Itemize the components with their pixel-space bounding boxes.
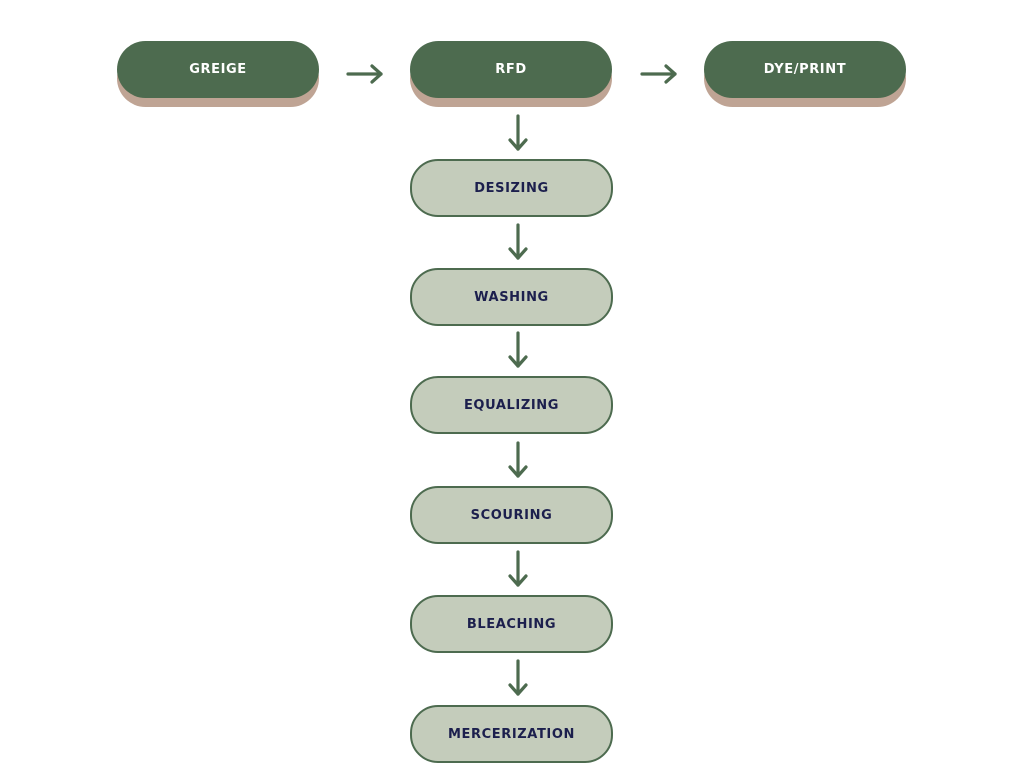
arrow-right-icon: [346, 64, 383, 84]
arrow-down-icon: [508, 441, 528, 478]
arrow-down-icon: [508, 550, 528, 587]
arrow-down-icon: [508, 659, 528, 696]
stage-greige: GREIGE: [117, 41, 319, 107]
stage-greige-label: GREIGE: [117, 41, 319, 98]
step-desizing: DESIZING: [410, 159, 613, 217]
stage-dye-print-label: DYE/PRINT: [704, 41, 906, 98]
step-washing: WASHING: [410, 268, 613, 326]
step-equalizing: EQUALIZING: [410, 376, 613, 434]
step-scouring: SCOURING: [410, 486, 613, 544]
stage-dye-print: DYE/PRINT: [704, 41, 906, 107]
arrow-right-icon: [640, 64, 677, 84]
arrow-down-icon: [508, 223, 528, 260]
arrow-down-icon: [508, 331, 528, 368]
stage-rfd: RFD: [410, 41, 612, 107]
step-bleaching: BLEACHING: [410, 595, 613, 653]
stage-rfd-label: RFD: [410, 41, 612, 98]
arrow-down-icon: [508, 114, 528, 151]
step-mercerization: MERCERIZATION: [410, 705, 613, 763]
